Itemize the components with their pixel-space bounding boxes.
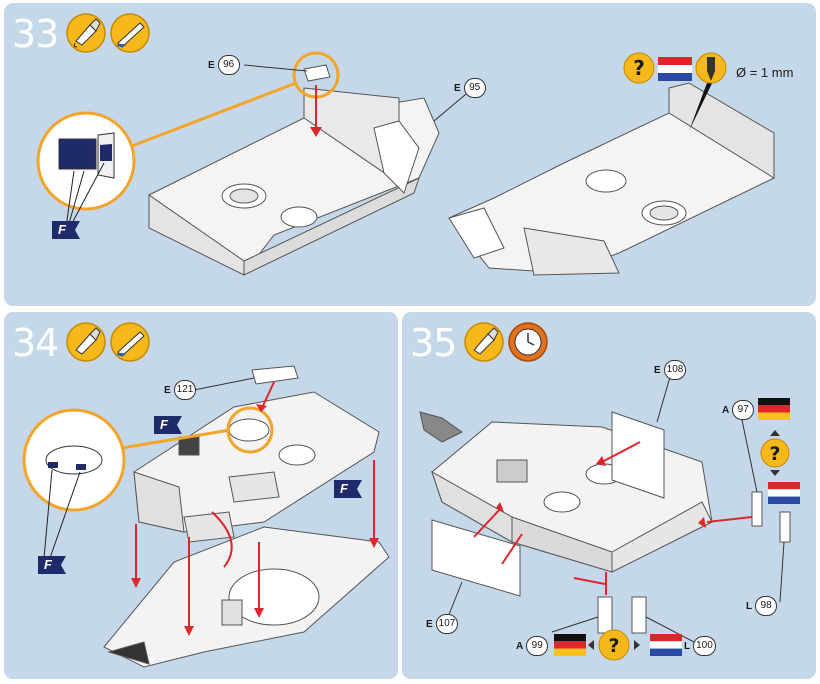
part-98-shape — [779, 511, 791, 543]
glue-tube-icon — [66, 13, 106, 53]
step-number: 35 — [410, 321, 457, 365]
glue-tube-icon — [464, 322, 504, 362]
drill-diameter-label: Ø = 1 mm — [736, 65, 794, 80]
hull-lower-left — [148, 87, 440, 276]
paint-code: F — [340, 481, 348, 496]
glue-brush-icon — [110, 13, 150, 53]
paint-code: F — [160, 417, 168, 432]
hull-upper — [133, 391, 380, 543]
drill-pointer — [689, 75, 716, 131]
paint-flag-3: F — [38, 556, 66, 574]
svg-text:?: ? — [608, 635, 619, 657]
callout-connector — [131, 81, 297, 148]
netherlands-flag-icon — [658, 57, 692, 81]
paint-flag: F — [52, 221, 80, 239]
step-33-diagram — [36, 51, 775, 276]
assembly-arrows — [135, 381, 375, 630]
svg-text:?: ? — [769, 443, 780, 465]
help-question-icon: ? — [588, 629, 640, 661]
paint-flag-2: F — [334, 480, 362, 498]
netherlands-flag-icon — [650, 634, 682, 656]
part-96-shape — [303, 64, 331, 82]
hull-lower-right — [448, 82, 775, 276]
hull-lower — [103, 526, 390, 668]
part-97-shape — [751, 491, 763, 527]
step-35-diagram — [419, 369, 791, 643]
paint-flag-1: F — [154, 416, 182, 434]
step-33-panel: 33 — [4, 3, 816, 306]
glue-tube-icon — [66, 322, 106, 362]
help-question-icon: ? — [623, 52, 655, 84]
callout-connector — [121, 428, 231, 450]
clock-dry-icon — [508, 322, 548, 362]
part-121-shape — [251, 365, 299, 385]
assembly-arrows — [473, 441, 753, 595]
step-number: 33 — [12, 12, 59, 56]
part-107-shape — [431, 519, 521, 597]
part-100-shape — [631, 596, 647, 634]
germany-flag-icon — [758, 398, 790, 420]
step-35-panel: 35 — [402, 312, 816, 679]
drill-icon — [695, 52, 727, 84]
glue-brush-icon — [110, 322, 150, 362]
help-question-icon: ? — [760, 430, 790, 476]
step-number: 34 — [12, 321, 59, 365]
svg-text:?: ? — [633, 56, 645, 80]
germany-flag-icon — [554, 634, 586, 656]
step-34-panel: 34 — [4, 312, 398, 679]
paint-code: F — [58, 222, 66, 237]
netherlands-flag-icon — [768, 482, 800, 504]
step-34-diagram — [22, 365, 390, 668]
paint-code: F — [44, 557, 52, 572]
